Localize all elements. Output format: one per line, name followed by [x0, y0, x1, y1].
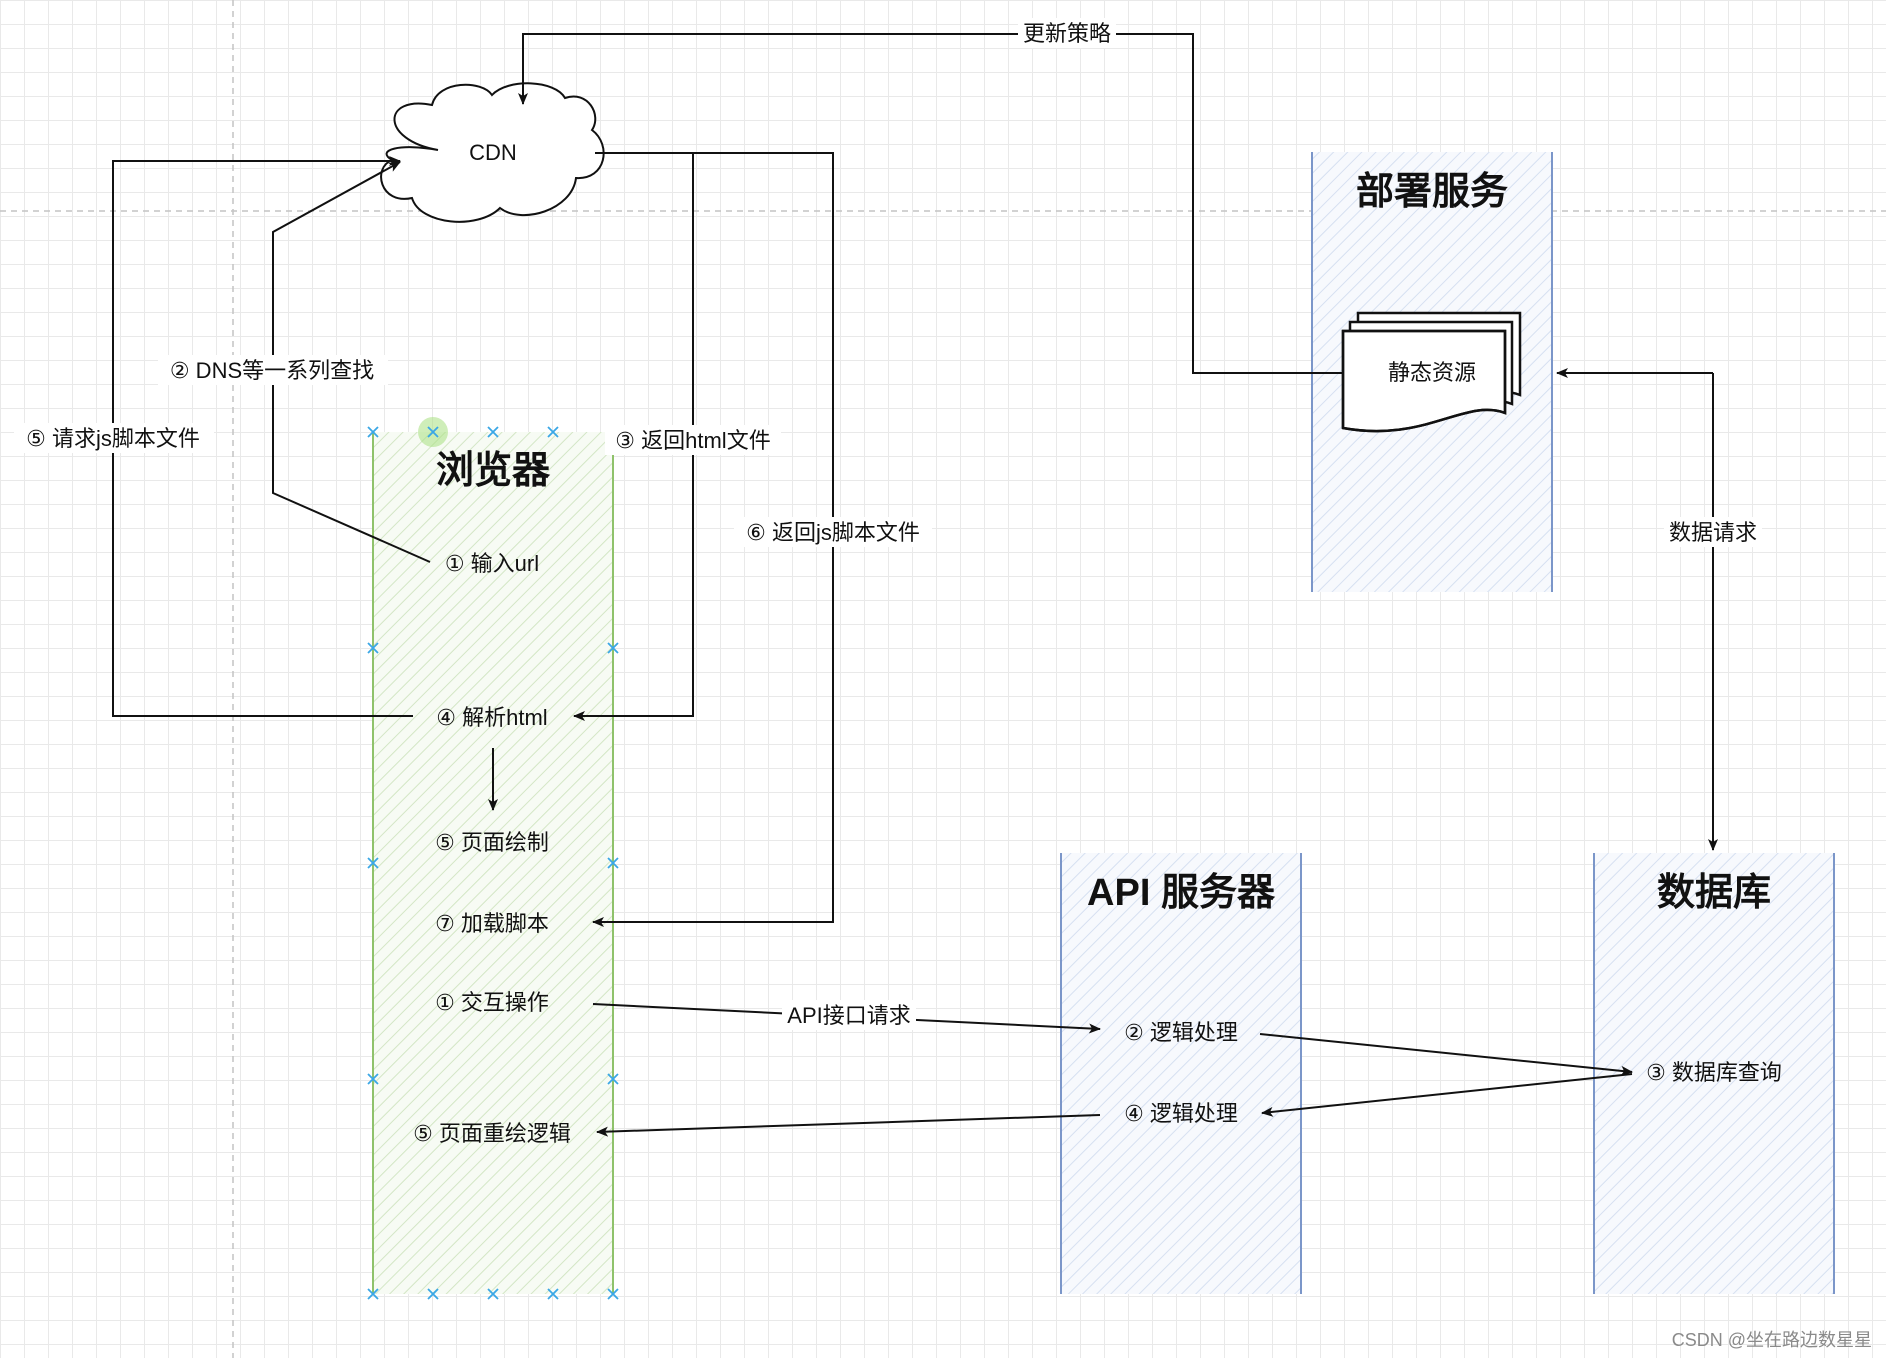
step-parse-html: ④ 解析html [436, 705, 547, 730]
api-server-title: API 服务器 [1087, 872, 1276, 914]
step-input-url: ① 输入url [445, 551, 539, 576]
deploy-service-title: 部署服务 [1356, 171, 1508, 213]
api-server-container[interactable] [1060, 853, 1302, 1294]
browser-title: 浏览器 [436, 450, 551, 492]
step-load-script: ⑦ 加载脚本 [435, 911, 549, 936]
step-logic-2: ④ 逻辑处理 [1124, 1101, 1238, 1126]
label-dns-lookup: ② DNS等一系列查找 [170, 358, 374, 383]
selection-handles[interactable] [367, 417, 619, 1300]
label-return-js: ⑥ 返回js脚本文件 [746, 520, 920, 545]
edge-logic-to-repaint[interactable] [596, 1114, 1101, 1137]
step-db-query: ③ 数据库查询 [1646, 1060, 1782, 1085]
label-data-request: 数据请求 [1669, 520, 1757, 545]
static-resource-docs[interactable] [1341, 311, 1522, 433]
step-logic-1: ② 逻辑处理 [1124, 1020, 1238, 1045]
edge-logic-to-db[interactable] [1259, 1033, 1633, 1076]
label-return-html: ③ 返回html文件 [615, 428, 770, 453]
edge-db-to-logic[interactable] [1261, 1073, 1633, 1117]
browser-container[interactable] [372, 432, 614, 1294]
label-update-policy: 更新策略 [1023, 21, 1111, 46]
cdn-cloud[interactable] [380, 82, 605, 223]
watermark: CSDN @坐在路边数星星 [1672, 1330, 1872, 1350]
database-title: 数据库 [1657, 872, 1771, 914]
step-interaction: ① 交互操作 [435, 990, 549, 1015]
step-repaint: ⑤ 页面重绘逻辑 [413, 1121, 571, 1146]
static-resource-label: 静态资源 [1388, 360, 1476, 385]
step-page-draw: ⑤ 页面绘制 [435, 830, 549, 855]
label-request-js: ⑤ 请求js脚本文件 [26, 426, 200, 451]
label-api-request: API接口请求 [787, 1003, 910, 1028]
cdn-label: CDN [469, 140, 517, 165]
edge-update-policy[interactable] [518, 33, 1343, 374]
database-container[interactable] [1593, 853, 1835, 1294]
